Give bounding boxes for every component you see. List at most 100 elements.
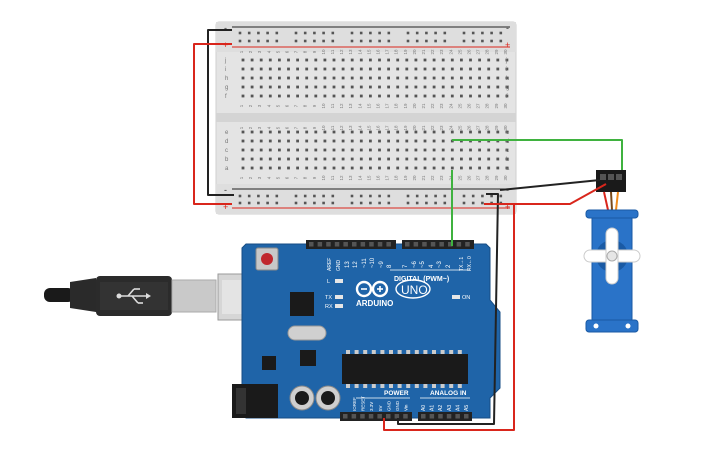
breadboard-hole [296, 148, 299, 152]
breadboard-hole [478, 166, 481, 170]
breadboard-hole [414, 85, 418, 89]
rail-minus-top-left: - [224, 23, 227, 33]
breadboard-row-label: j [224, 58, 226, 64]
breadboard-hole [241, 139, 245, 143]
breadboard-hole [450, 148, 454, 152]
header-hole [343, 242, 348, 247]
breadboard-hole [487, 166, 491, 170]
breadboard-hole [350, 157, 354, 161]
breadboard-hole [496, 85, 500, 89]
breadboard-column-label: 4 [266, 126, 271, 129]
breadboard-hole [496, 157, 500, 161]
breadboard-hole [460, 67, 463, 71]
breadboard-column-label: 4 [266, 50, 271, 53]
rail-hole [331, 31, 335, 35]
breadboard-hole [432, 157, 436, 161]
breadboard-hole [341, 130, 345, 134]
wires [193, 29, 623, 431]
reset-button[interactable] [255, 247, 279, 271]
breadboard-hole [478, 148, 481, 152]
rail-hole [434, 194, 437, 198]
breadboard-hole [314, 157, 318, 161]
breadboard-row-label: g [506, 85, 509, 91]
breadboard-hole [296, 139, 299, 143]
breadboard-hole [314, 76, 318, 80]
breadboard-row-label: j [505, 58, 507, 64]
breadboard-hole [378, 130, 381, 134]
rail-hole [303, 201, 307, 205]
breadboard-hole [505, 58, 509, 62]
rail-hole [415, 39, 419, 43]
breadboard-column-label: 11 [330, 125, 335, 130]
breadboard-hole [341, 157, 345, 161]
breadboard-hole [450, 94, 454, 98]
breadboard-hole [332, 130, 336, 134]
rail-hole [378, 194, 381, 198]
breadboard-row-label: b [225, 157, 229, 163]
breadboard-hole [460, 130, 463, 134]
rail-hole [406, 201, 410, 205]
rail-hole [499, 39, 503, 43]
breadboard-row-label: i [506, 67, 507, 73]
breadboard-column-label: 16 [376, 49, 381, 55]
breadboard-hole [432, 85, 436, 89]
breadboard: - + - + - + - + 111122223333444455556666… [215, 21, 517, 215]
header-hole [465, 242, 470, 247]
breadboard-hole [341, 139, 345, 143]
breadboard-column-label: 2 [248, 126, 253, 129]
breadboard-column-label: 30 [503, 175, 508, 181]
breadboard-hole [396, 76, 400, 80]
chip-pin [449, 350, 454, 354]
breadboard-hole [396, 139, 400, 143]
rail-hole [303, 39, 307, 43]
breadboard-hole [414, 58, 418, 62]
rail-hole [303, 31, 307, 35]
breadboard-hole [314, 67, 318, 71]
breadboard-column-label: 27 [476, 49, 481, 55]
breadboard-hole [423, 166, 427, 170]
breadboard-row-label: e [225, 130, 229, 136]
rail-hole [369, 201, 372, 205]
capacitor-2 [315, 385, 341, 411]
breadboard-hole [350, 76, 354, 80]
breadboard-hole [432, 130, 436, 134]
digital-pin-label: ~6 [412, 260, 418, 268]
chip-pin [440, 384, 445, 388]
rail-hole [490, 39, 493, 43]
rail-hole [275, 201, 279, 205]
power-pin-label: GND [386, 400, 391, 411]
breadboard-column-label: 17 [385, 125, 390, 131]
analog-pin-label: A4 [455, 405, 461, 411]
breadboard-column-label: 15 [366, 103, 371, 109]
breadboard-hole [469, 94, 472, 98]
breadboard-hole [441, 139, 445, 143]
rail-hole [471, 201, 475, 205]
breadboard-column-label: 30 [503, 103, 508, 109]
rail-hole [322, 31, 325, 35]
wire-red-servo [500, 183, 607, 205]
rail-hole [257, 201, 260, 205]
chip-pin [449, 384, 454, 388]
breadboard-hole [305, 76, 309, 80]
rail-hole [415, 31, 419, 35]
breadboard-column-label: 13 [348, 49, 353, 55]
breadboard-hole [241, 94, 245, 98]
breadboard-hole [441, 85, 445, 89]
power-pin-label: 3.3V [369, 402, 374, 411]
breadboard-column-label: 18 [394, 49, 399, 55]
header-hole [334, 242, 340, 247]
breadboard-column-label: 6 [285, 50, 290, 53]
breadboard-hole [478, 94, 481, 98]
breadboard-hole [332, 76, 336, 80]
digital-pin-label: 12 [353, 261, 359, 268]
breadboard-row-label: h [225, 76, 228, 82]
chip-pin [397, 350, 402, 354]
rail-hole [387, 201, 391, 205]
rail-hole [369, 39, 372, 43]
rail-hole [313, 31, 316, 35]
breadboard-hole [332, 85, 336, 89]
chip-pin [432, 350, 436, 354]
breadboard-hole [314, 94, 318, 98]
breadboard-column-label: 24 [448, 49, 453, 55]
chip-pin [406, 384, 411, 388]
